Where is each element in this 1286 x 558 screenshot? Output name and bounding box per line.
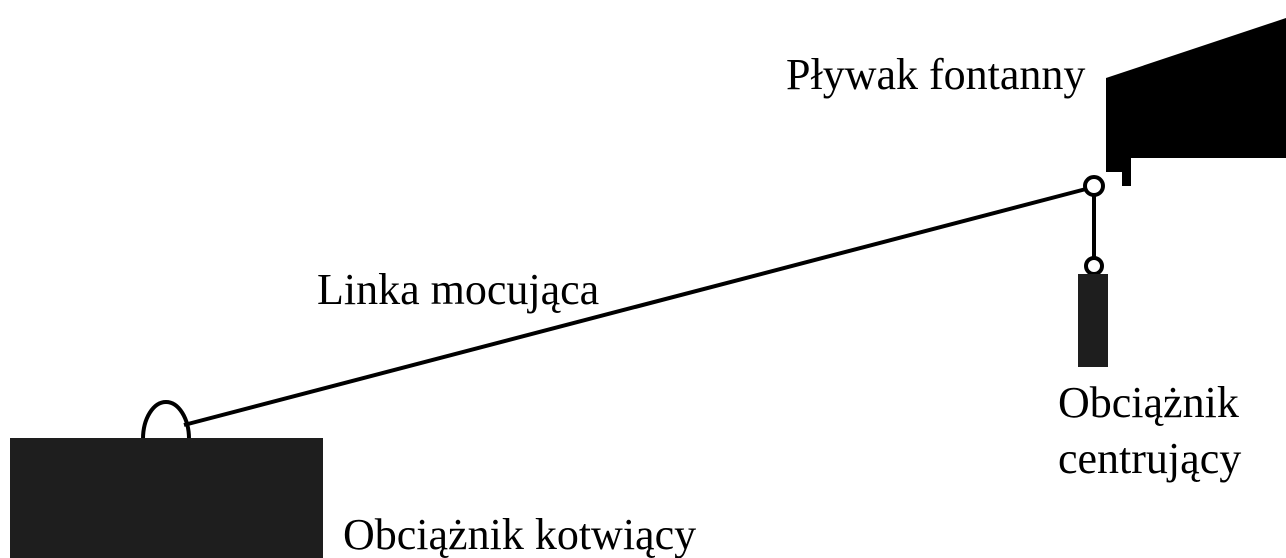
centering-weight: [1078, 274, 1108, 367]
centering-weight-label-line2: centrujący: [1058, 434, 1241, 483]
centering-weight-ring: [1084, 256, 1104, 276]
float-attachment-ring: [1083, 175, 1105, 197]
anchor-weight: [10, 438, 323, 558]
anchor-weight-label: Obciążnik kotwiący: [343, 510, 696, 558]
anchor-loop: [141, 400, 191, 440]
centering-weight-label-line1: Obciążnik: [1058, 378, 1239, 427]
line-label: Linka mocująca: [317, 265, 599, 314]
fountain-float: [1106, 18, 1286, 186]
float-label: Pływak fontanny: [786, 50, 1085, 99]
mooring-line: [183, 187, 1087, 427]
